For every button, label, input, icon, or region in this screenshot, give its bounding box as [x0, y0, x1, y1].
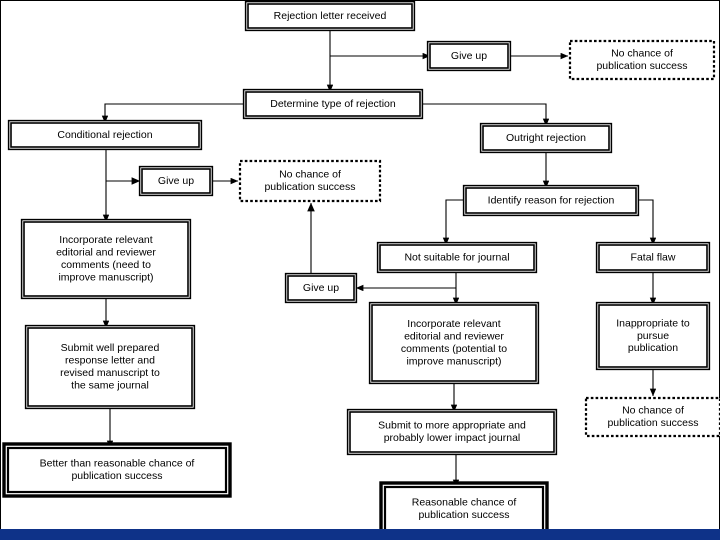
flow-node-give_up_left[interactable]: Give up: [141, 168, 211, 194]
flow-node-box: [141, 168, 211, 194]
flow-node-label: Reasonable chance of: [412, 497, 517, 509]
flow-node-label: publication success: [596, 60, 687, 72]
flow-node-box: [598, 244, 708, 271]
flow-node-box: [598, 304, 708, 368]
flow-node-label: the same journal: [71, 379, 149, 391]
flow-node-label: comments (need to: [61, 259, 151, 271]
flow-node-label: Outright rejection: [506, 132, 586, 144]
flow-node-box: [349, 411, 555, 453]
flow-node-give_up_mid[interactable]: Give up: [287, 275, 355, 301]
flow-node-box: [245, 91, 421, 117]
flow-node-label: publication success: [264, 181, 355, 193]
flow-node-label: improve manuscript): [58, 271, 153, 283]
flow-node-box: [482, 125, 610, 151]
slide-footer-bar: [0, 529, 720, 540]
flow-node-label: Give up: [158, 175, 194, 187]
flow-node-identify_reason[interactable]: Identify reason for rejection: [465, 187, 637, 214]
edge-identify-to-fatal-flaw: [636, 199, 657, 246]
flow-node-conditional_rejection[interactable]: Conditional rejection: [10, 122, 200, 148]
flow-node-outright_rejection[interactable]: Outright rejection: [482, 125, 610, 151]
flow-node-label: revised manuscript to: [60, 367, 160, 379]
flow-node-better_than_reasonable[interactable]: Better than reasonable chance ofpublicat…: [6, 446, 228, 494]
flow-node-label: publication: [628, 342, 678, 354]
flow-node-label: Submit to more appropriate and: [378, 420, 526, 432]
flow-node-label: Incorporate relevant: [407, 318, 500, 330]
flow-node-label: Determine type of rejection: [270, 98, 396, 110]
flow-node-label: editorial and reviewer: [56, 247, 156, 259]
flow-node-label: probably lower impact journal: [384, 432, 521, 444]
flow-node-label: Rejection letter received: [274, 10, 387, 22]
flow-node-fatal_flaw[interactable]: Fatal flaw: [598, 244, 708, 271]
flow-node-box: [238, 159, 382, 203]
flow-node-label: comments (potential to: [401, 343, 507, 355]
flow-node-label: No chance of: [279, 169, 341, 181]
flow-node-box: [371, 304, 537, 382]
flow-node-label: Give up: [451, 50, 487, 62]
flow-node-box: [568, 39, 716, 81]
flow-node-box: [6, 446, 228, 494]
flow-node-label: Inappropriate to: [616, 317, 690, 329]
flow-node-box: [247, 3, 413, 29]
flow-node-box: [23, 221, 189, 297]
flow-node-box: [287, 275, 355, 301]
edge-determine-to-conditional: [101, 103, 246, 124]
flow-node-label: pursue: [637, 330, 669, 342]
flow-node-label: response letter and: [65, 355, 155, 367]
flow-node-label: publication success: [607, 417, 698, 429]
flow-node-label: No chance of: [622, 405, 684, 417]
flow-node-not_suitable[interactable]: Not suitable for journal: [379, 244, 535, 271]
flow-node-label: Incorporate relevant: [59, 234, 152, 246]
flow-node-rejection_letter[interactable]: Rejection letter received: [247, 3, 413, 29]
edge-determine-to-outright: [420, 103, 550, 127]
flow-node-label: Identify reason for rejection: [488, 194, 615, 206]
flow-node-label: improve manuscript): [406, 355, 501, 367]
edge-identify-to-not-suitable: [442, 199, 466, 246]
flow-node-give_up_top[interactable]: Give up: [429, 43, 509, 69]
flow-node-label: publication success: [71, 470, 162, 482]
flow-node-label: Better than reasonable chance of: [40, 458, 195, 470]
flow-node-label: Fatal flaw: [631, 251, 676, 263]
flow-node-box: [584, 396, 720, 438]
flow-node-box: [383, 485, 545, 533]
flow-node-determine_type[interactable]: Determine type of rejection: [245, 91, 421, 117]
flow-node-box: [10, 122, 200, 148]
flow-node-box: [379, 244, 535, 271]
flow-node-label: Submit well prepared: [61, 342, 160, 354]
flow-node-label: Give up: [303, 282, 339, 294]
flow-node-label: No chance of: [611, 48, 673, 60]
flow-node-box: [465, 187, 637, 214]
flow-node-label: Not suitable for journal: [404, 251, 509, 263]
flow-node-label: Conditional rejection: [57, 129, 152, 141]
edge-layer: [101, 28, 657, 488]
flow-node-box: [429, 43, 509, 69]
flow-node-box: [27, 327, 193, 407]
flow-node-label: editorial and reviewer: [404, 331, 504, 343]
flow-node-label: publication success: [418, 509, 509, 521]
